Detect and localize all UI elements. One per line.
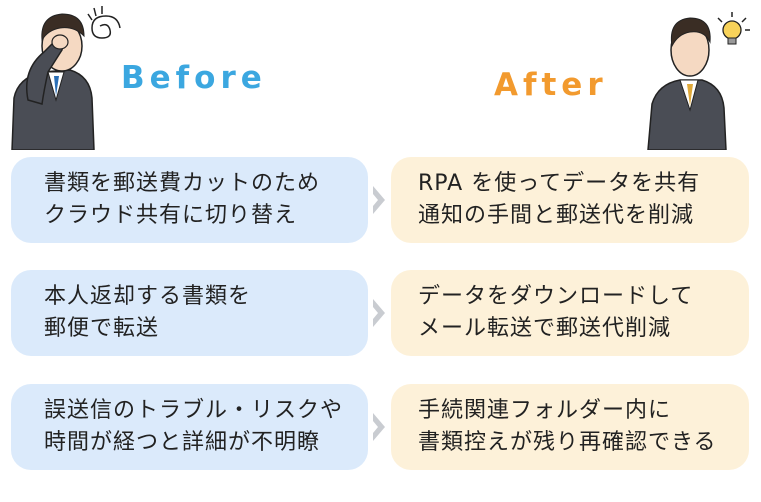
before-card-1-line1: 書類を郵送費カットのため bbox=[44, 171, 321, 196]
after-card-1: RPA を使ってデータを共有 通知の手間と郵送代を削減 bbox=[391, 157, 749, 243]
before-card-1-line2: クラウド共有に切り替え bbox=[44, 203, 298, 228]
after-card-1-line1: RPA を使ってデータを共有 bbox=[418, 171, 701, 196]
after-card-3: 手続関連フォルダー内に 書類控えが残り再確認できる bbox=[391, 384, 749, 470]
worried-businessman-icon bbox=[11, 6, 121, 150]
after-card-2-line2: メール転送で郵送代削減 bbox=[418, 316, 672, 341]
chevron-right-icon bbox=[373, 186, 385, 214]
chevron-right-icon bbox=[373, 299, 385, 327]
before-card-3: 誤送信のトラブル・リスクや 時間が経つと詳細が不明瞭 bbox=[11, 384, 368, 470]
before-title: Before bbox=[121, 60, 267, 96]
before-card-1: 書類を郵送費カットのため クラウド共有に切り替え bbox=[11, 157, 368, 243]
before-card-2-line1: 本人返却する書類を bbox=[44, 284, 252, 309]
before-card-2-line2: 郵便で転送 bbox=[44, 316, 160, 341]
before-card-2: 本人返却する書類を 郵便で転送 bbox=[11, 270, 368, 356]
idea-businessman-icon bbox=[647, 12, 750, 150]
before-card-3-line2: 時間が経つと詳細が不明瞭 bbox=[44, 430, 321, 455]
chevron-right-icon bbox=[373, 413, 385, 441]
after-card-3-line2: 書類控えが残り再確認できる bbox=[418, 430, 717, 455]
before-card-3-line1: 誤送信のトラブル・リスクや bbox=[44, 398, 344, 423]
after-card-2: データをダウンロードして メール転送で郵送代削減 bbox=[391, 270, 749, 356]
after-title: After bbox=[494, 67, 608, 103]
after-card-1-line2: 通知の手間と郵送代を削減 bbox=[418, 203, 695, 228]
after-card-3-line1: 手続関連フォルダー内に bbox=[418, 398, 672, 423]
after-card-2-line1: データをダウンロードして bbox=[418, 284, 694, 309]
